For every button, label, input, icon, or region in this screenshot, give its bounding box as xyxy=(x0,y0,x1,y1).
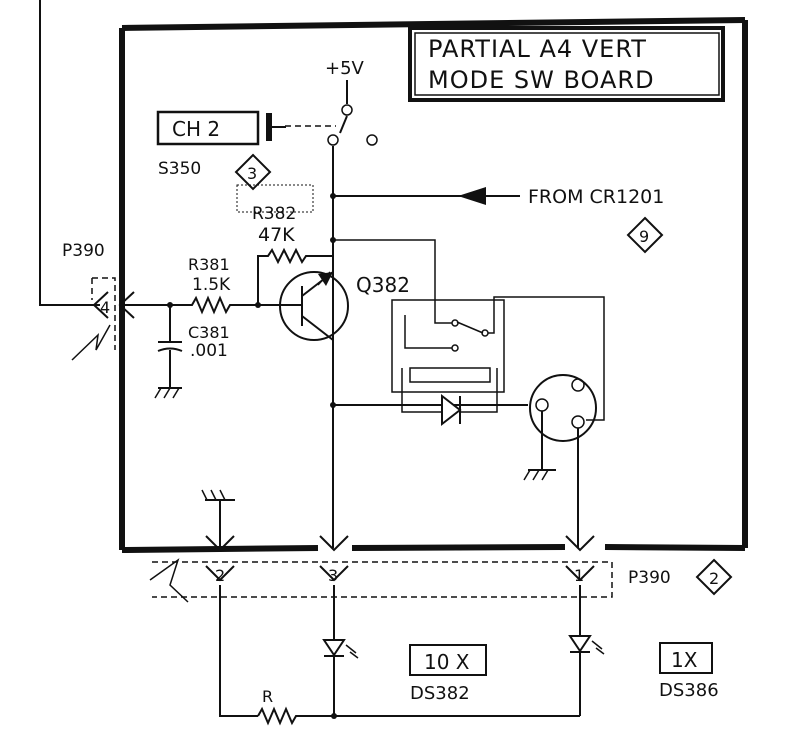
c381-capacitor xyxy=(154,305,183,399)
pin1-label: 1 xyxy=(574,566,584,585)
r381-value: 1.5K xyxy=(192,275,231,295)
r381-label: R381 xyxy=(188,255,230,274)
title-line-2: MODE SW BOARD xyxy=(428,66,655,94)
input-wire xyxy=(39,0,100,306)
led-ds382 xyxy=(322,639,359,659)
p390-top-label: P390 xyxy=(62,241,105,261)
title-line-1: PARTIAL A4 VERT xyxy=(428,35,647,63)
connector-pin4: 4 xyxy=(71,277,135,361)
plus5v-label: +5V xyxy=(325,58,365,79)
r382-label: R382 xyxy=(252,204,296,224)
p390-ref: 2 xyxy=(709,569,719,588)
onex-label: 1X xyxy=(671,648,698,672)
ground-pin2 xyxy=(201,489,235,548)
pin4-label: 4 xyxy=(100,298,110,317)
title-box: PARTIAL A4 VERT MODE SW BOARD xyxy=(408,26,725,102)
from-label: FROM CR1201 xyxy=(528,186,664,208)
pin2-label: 2 xyxy=(215,566,225,585)
q382-label: Q382 xyxy=(356,273,410,297)
ch2-button: CH 2 xyxy=(156,110,286,146)
bottom-connectors: 2 3 1 P390 2 xyxy=(149,535,733,603)
r382-dotted xyxy=(236,184,314,213)
r382-value: 47K xyxy=(258,224,295,246)
relay-diode xyxy=(333,393,528,427)
reed-component xyxy=(523,374,597,548)
pin3-label: 3 xyxy=(328,566,338,585)
s350-label: S350 xyxy=(158,159,201,179)
c381-value: .001 xyxy=(190,341,228,361)
r382-resistor xyxy=(257,247,333,305)
p390-bottom-label: P390 xyxy=(628,568,671,588)
ch2-label: CH 2 xyxy=(172,117,220,141)
s350-ref: 3 xyxy=(247,164,257,183)
led-ds386 xyxy=(568,635,605,655)
s350-ref-diamond: 3 xyxy=(234,153,272,191)
relay xyxy=(333,239,605,421)
ds382-label: DS382 xyxy=(410,683,470,704)
ds386-label: DS386 xyxy=(659,680,719,701)
from-ref: 9 xyxy=(639,227,649,246)
bottom-wiring xyxy=(219,585,581,726)
switch-s350 xyxy=(285,80,378,146)
from-cr1201: FROM CR1201 9 xyxy=(333,186,664,254)
c381-label: C381 xyxy=(188,323,230,342)
q382-transistor xyxy=(279,271,349,341)
r-label: R xyxy=(262,687,273,706)
tenx-label-box: 10 X xyxy=(409,644,487,676)
r381-resistor xyxy=(122,295,290,315)
tenx-label: 10 X xyxy=(424,650,470,674)
onex-label-box: 1X xyxy=(659,642,713,674)
